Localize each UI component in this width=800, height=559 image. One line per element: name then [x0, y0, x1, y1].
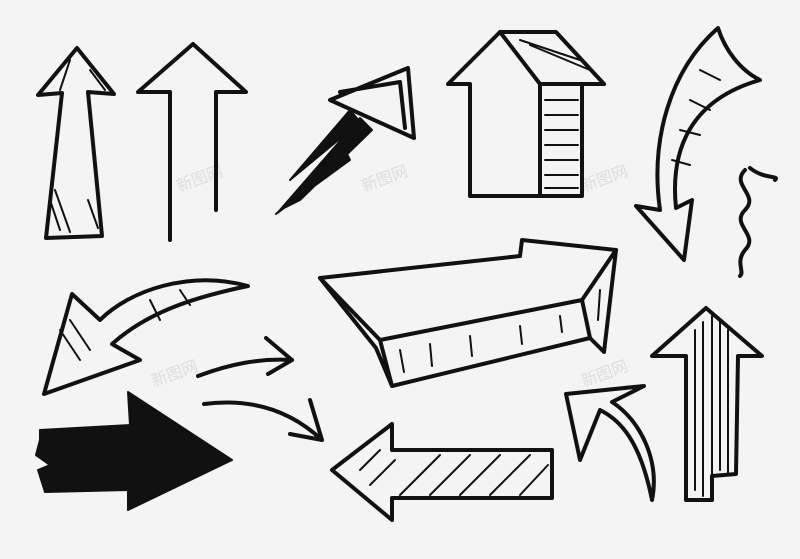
3d-right-arrow-icon — [318, 238, 618, 388]
outline-up-arrow-icon — [136, 42, 248, 242]
scribble-diagonal-arrow-icon — [275, 66, 416, 215]
solid-right-arrow-icon — [35, 391, 233, 511]
curved-left-arrow-icon — [42, 278, 250, 396]
squiggle-arrow-icon — [738, 166, 778, 278]
thin-curved-arrows-icon — [196, 336, 324, 442]
hatched-up-arrow-icon — [36, 46, 116, 240]
block-up-arrow-icon — [446, 30, 606, 198]
hatched-left-arrow-icon — [330, 422, 554, 522]
curved-up-left-arrow-icon — [564, 384, 656, 502]
curved-down-arrow-icon — [634, 26, 762, 262]
striped-up-arrow-icon — [650, 306, 764, 502]
